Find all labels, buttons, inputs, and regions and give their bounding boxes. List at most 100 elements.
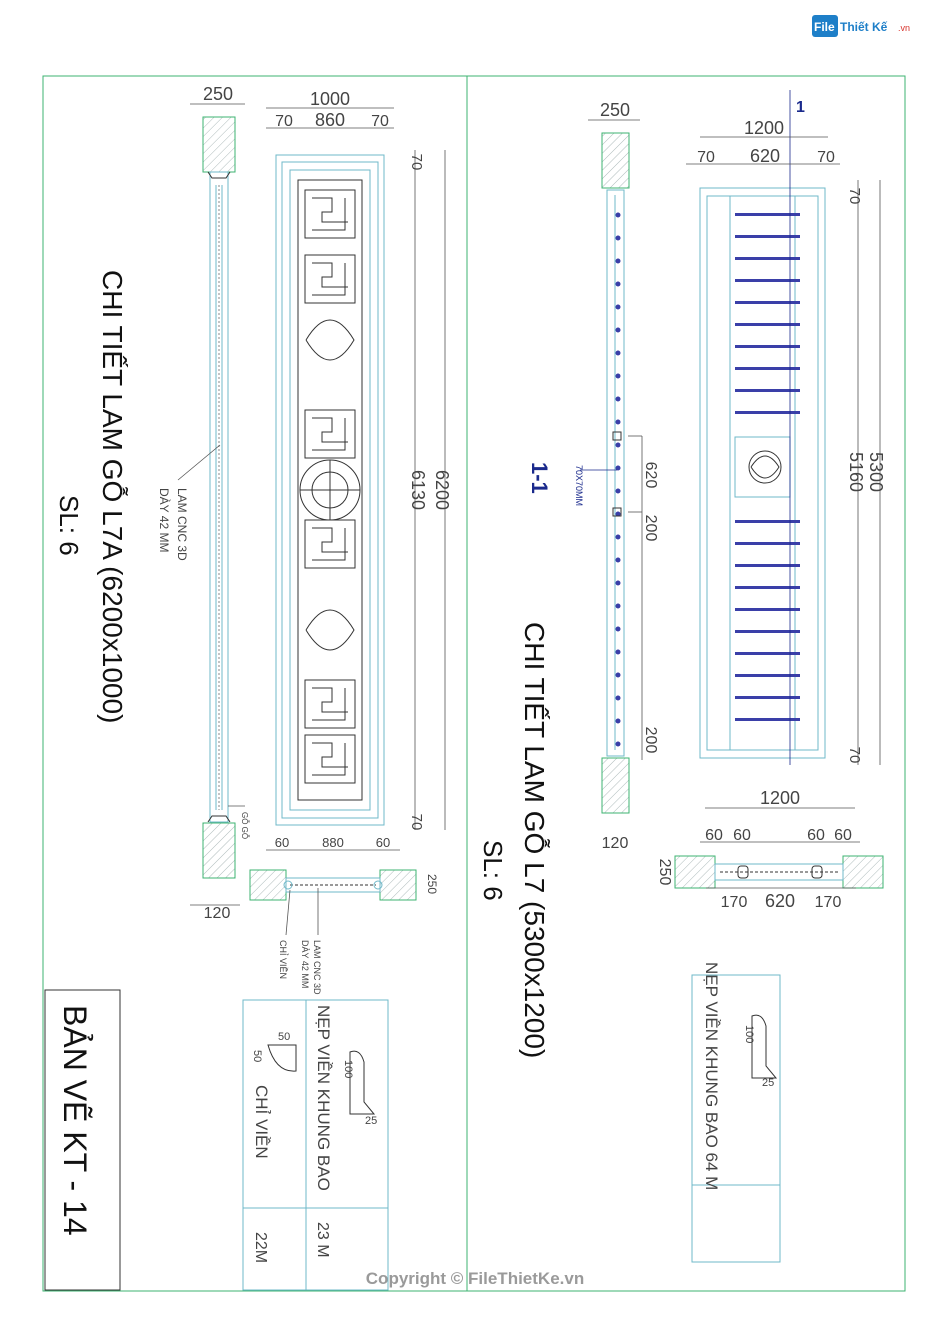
right-dim-top: 1200 [744,118,784,138]
table-1 [242,999,389,1291]
slat-bar [735,652,800,655]
slat-bar [735,389,800,392]
right-plan-view [674,855,884,889]
post-hole [615,649,621,655]
slat-bar [735,213,800,216]
right-section-view [601,132,630,814]
post-hole [615,672,621,678]
right-dim-bottom: 120 [602,835,629,852]
slat-bar [735,301,800,304]
right-dim-200a: 200 [642,515,659,542]
slat-bar [735,674,800,677]
post-hole [615,580,621,586]
table1-d100: 100 [342,1060,354,1078]
copyright: Copyright © FileThietKe.vn [366,1269,584,1288]
left-plan-view [249,869,417,901]
right-plan-r1: 60 [807,827,825,844]
left-dim-t70: 70 [408,154,425,171]
right-dim-c: 70 [817,149,835,166]
left-dim-c: 70 [371,113,389,130]
sheet-title-box [44,989,121,1291]
post-hole [615,281,621,287]
table1-d25: 25 [365,1115,377,1127]
left-callout-day: DÀY 42 MM [300,940,310,988]
slat-bar [735,564,800,567]
post-hole [615,718,621,724]
sheet-border [42,75,906,1292]
left-dim-b70: 70 [408,814,425,831]
post-hole [615,741,621,747]
post-hole [615,350,621,356]
post-hole [615,373,621,379]
left-section-view [202,116,236,879]
post-hole [615,557,621,563]
post-hole [615,695,621,701]
slat-bar [735,367,800,370]
post-hole [615,396,621,402]
left-dim-bottom: 120 [204,905,231,922]
slat-bar [735,345,800,348]
right-dim-h2: 5160 [846,452,866,492]
post-hole [615,212,621,218]
post-hole [615,258,621,264]
slat-bar [735,520,800,523]
post-hole [615,327,621,333]
table1-d50b: 50 [251,1050,263,1062]
right-qty: SL: 6 [478,840,508,901]
left-dim-side: 250 [203,84,233,104]
key-pattern-block [304,734,356,784]
logo-name: Thiết Kế [840,20,888,34]
table2-d25: 25 [762,1077,774,1089]
right-dim-200b: 200 [642,727,659,754]
left-note-lam: LAM CNC 3D [175,488,189,561]
right-cut-label: 1 [796,99,805,116]
key-pattern-block [304,519,356,569]
right-plan-top: 1200 [760,788,800,808]
post-hole [615,304,621,310]
slat-bar [735,235,800,238]
table1-d50a: 50 [278,1031,290,1043]
table-2 [691,974,781,1263]
left-dim-h2: 6130 [408,470,428,510]
slat-bar [735,608,800,611]
post-hole [615,235,621,241]
left-title: CHI TIẾT LAM GỖ L7A (6200x1000) [97,270,128,723]
left-dim-h1: 6200 [432,470,452,510]
left-dim-a: 70 [275,113,293,130]
right-plan-b2: 620 [765,891,795,911]
left-note-gogo: GỖ GỖ [240,812,249,839]
left-dim-b: 860 [315,110,345,130]
right-plan-b1: 170 [721,894,748,911]
slat-bar [735,411,800,414]
post-hole [615,626,621,632]
key-pattern-block [304,189,356,239]
slat-bar [735,257,800,260]
slat-bar [735,323,800,326]
right-dim-b: 620 [750,146,780,166]
slat-bar [735,696,800,699]
left-note-day: DÀY 42 MM [157,488,172,552]
post-hole [615,465,621,471]
post-hole [615,419,621,425]
table1-row2: CHỈ VIỀN [252,1085,271,1159]
slat-bar [735,718,800,721]
right-dim-h1: 5300 [866,452,886,492]
left-plan-d1: 60 [275,835,289,850]
left-qty: SL: 6 [54,495,84,556]
slat-bar [735,630,800,633]
right-plan-b3: 170 [815,894,842,911]
right-dim-a: 70 [697,149,715,166]
key-pattern-block [304,409,356,459]
right-dim-620: 620 [642,462,659,489]
left-plan-d2: 880 [322,835,344,850]
right-elevation [699,187,826,759]
left-wall-top [202,116,236,173]
logo-file: File [814,20,835,34]
left-wall-bottom [202,822,236,879]
table2-d100: 100 [743,1025,755,1043]
table1-row1: NẸP VIỀN KHUNG BAO [314,1005,333,1191]
post-hole [615,534,621,540]
slat-bar [735,586,800,589]
left-plan-d4: 250 [425,874,439,894]
